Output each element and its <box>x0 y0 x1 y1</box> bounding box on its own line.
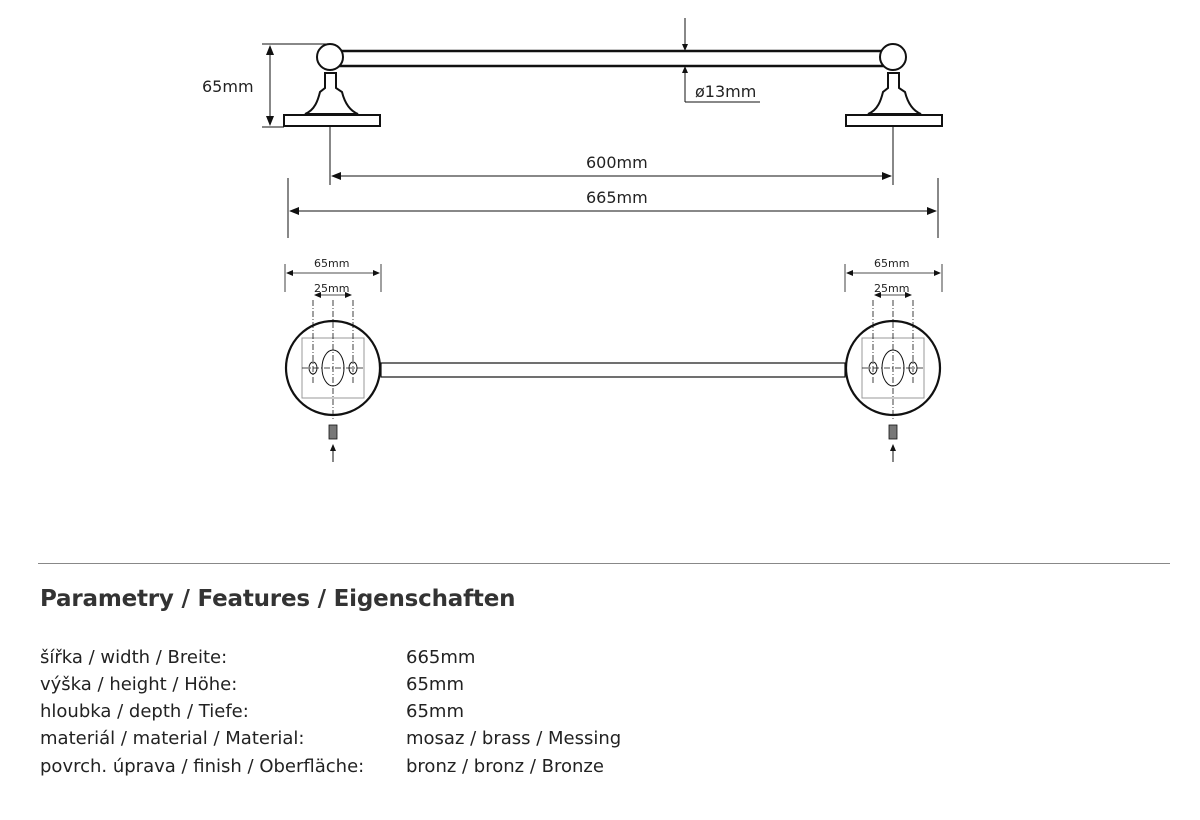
feature-label: šířka / width / Breite: <box>40 647 228 668</box>
towel-bar <box>338 49 898 68</box>
right-plate-width-label: 65mm <box>874 257 909 270</box>
set-screw-icon <box>888 424 898 440</box>
section-divider <box>38 563 1170 564</box>
technical-drawing: 65mm ø13mm 600mm 665mm <box>202 18 943 462</box>
left-hole-spacing-label: 25mm <box>314 282 349 295</box>
feature-value: 665mm <box>406 647 476 668</box>
set-screw-icon <box>328 424 338 440</box>
front-view <box>283 43 943 127</box>
features-title: Parametry / Features / Eigenschaften <box>40 586 516 612</box>
feature-label: povrch. úprava / finish / Oberfläche: <box>40 756 365 777</box>
total-width-dimension-label: 665mm <box>586 188 648 207</box>
left-mount-plate <box>284 264 382 462</box>
towel-bar-top <box>380 362 846 378</box>
top-view <box>284 264 943 462</box>
height-dimension-label: 65mm <box>202 77 254 96</box>
feature-label: materiál / material / Material: <box>40 728 305 749</box>
feature-label: hloubka / depth / Tiefe: <box>40 701 249 722</box>
left-bracket <box>283 43 381 127</box>
feature-value: bronz / bronz / Bronze <box>406 756 604 777</box>
left-plate-width-label: 65mm <box>314 257 349 270</box>
feature-value: 65mm <box>406 701 464 722</box>
right-mount-plate <box>844 264 943 462</box>
right-hole-spacing-label: 25mm <box>874 282 909 295</box>
diameter-dimension-label: ø13mm <box>695 82 756 101</box>
feature-value: 65mm <box>406 674 464 695</box>
inner-width-dimension-label: 600mm <box>586 153 648 172</box>
feature-label: výška / height / Höhe: <box>40 674 238 695</box>
feature-value: mosaz / brass / Messing <box>406 728 622 749</box>
dimensions <box>262 18 939 238</box>
right-bracket <box>845 43 943 127</box>
